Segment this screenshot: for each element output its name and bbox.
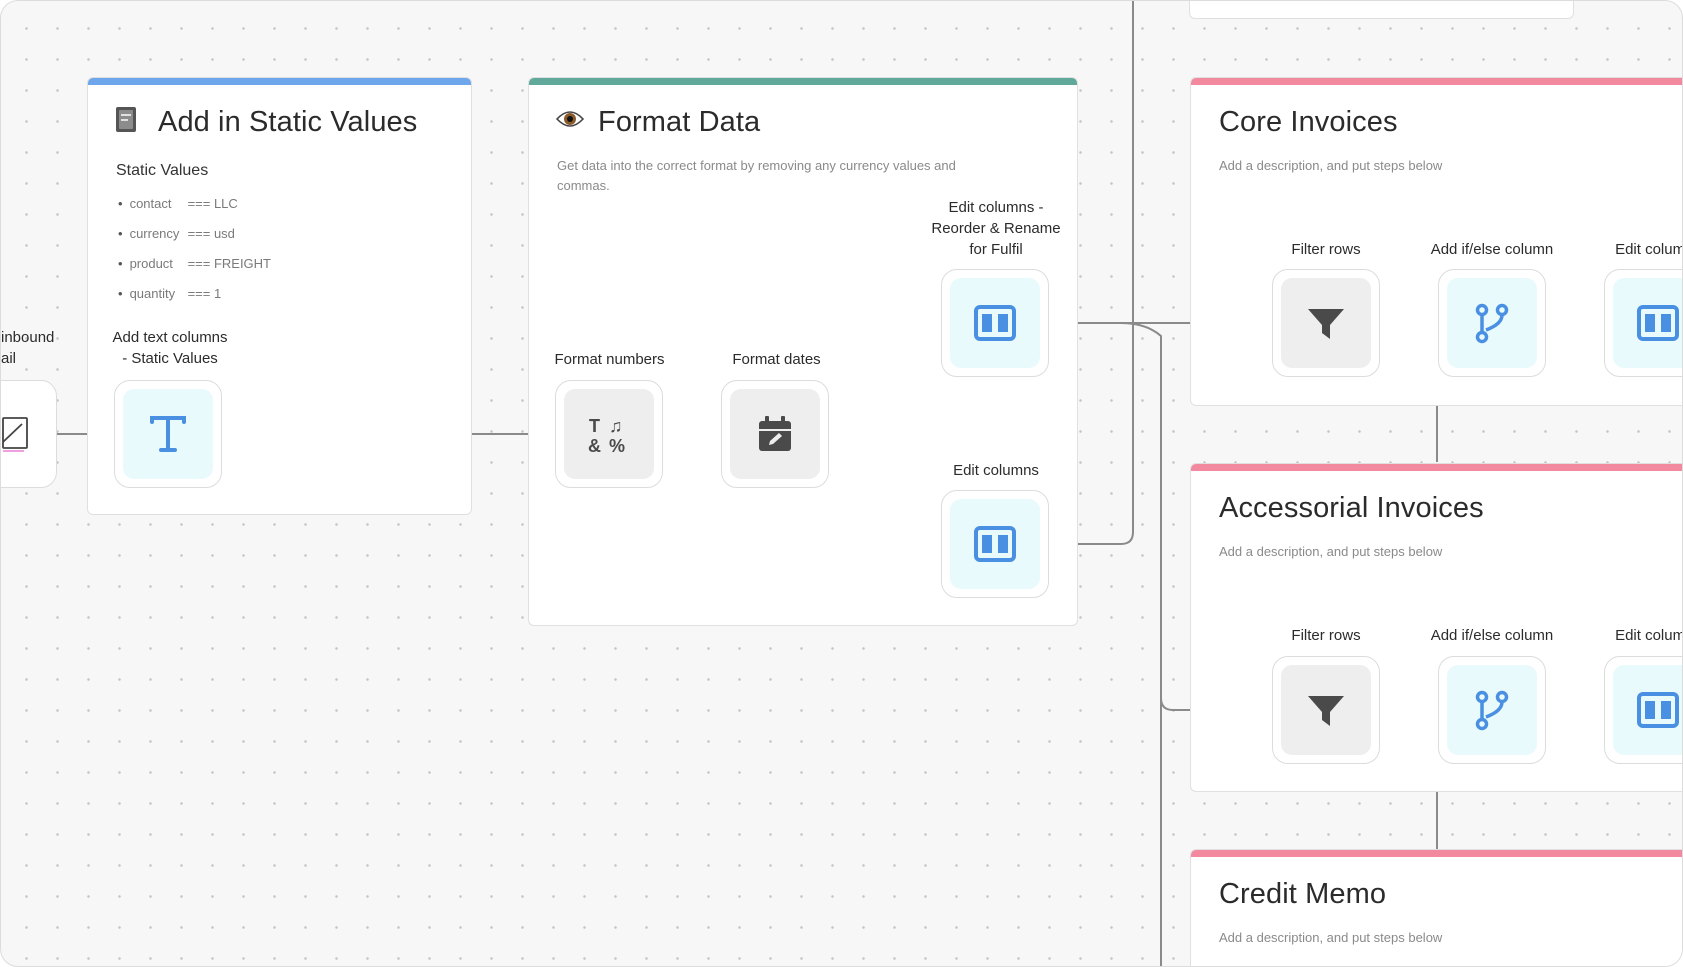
svg-text:&: &: [588, 436, 601, 456]
partial-card-top[interactable]: [1189, 1, 1574, 19]
card-color-bar: [1191, 78, 1682, 85]
edit-columns-node[interactable]: [941, 490, 1049, 598]
svg-text:%: %: [609, 436, 625, 456]
card-description: Get data into the correct format by remo…: [557, 158, 956, 193]
columns-icon: [1637, 305, 1679, 341]
edit-columns-node[interactable]: [1604, 656, 1682, 764]
card-title: Credit Memo: [1219, 878, 1387, 910]
card-color-bar: [1191, 850, 1682, 857]
card-description: Add a description, and put steps below: [1219, 930, 1443, 945]
node-label: Filter rows: [1291, 241, 1361, 258]
node-label: Format dates: [732, 351, 821, 368]
text-T-icon: [150, 416, 186, 452]
add-if-else-node[interactable]: [1438, 656, 1546, 764]
node-label: Edit columns: [953, 462, 1039, 479]
format-numbers-node[interactable]: T ♫ & %: [555, 380, 663, 488]
columns-icon: [1637, 692, 1679, 728]
add-if-else-node[interactable]: [1438, 269, 1546, 377]
list-item: quantity=== 1: [118, 279, 271, 309]
node-label: Add text columns - Static Values: [112, 329, 228, 367]
svg-text:♫: ♫: [609, 416, 623, 436]
list-item: contact=== LLC: [118, 189, 271, 219]
format-dates-node[interactable]: [721, 380, 829, 488]
card-title: Format Data: [598, 106, 761, 138]
edge-node-label: inbound ail: [1, 329, 55, 367]
card-description: Add a description, and put steps below: [1219, 158, 1443, 173]
card-title: Add in Static Values: [158, 106, 418, 138]
email-node[interactable]: [1, 380, 57, 488]
node-label: Format numbers: [554, 351, 665, 368]
static-values-heading: Static Values: [116, 162, 209, 179]
card-description: Add a description, and put steps below: [1219, 544, 1443, 559]
filter-rows-node[interactable]: [1272, 269, 1380, 377]
edit-columns-reorder-node[interactable]: [941, 269, 1049, 377]
node-label: Edit columns: [1615, 241, 1682, 258]
filter-rows-node[interactable]: [1272, 656, 1380, 764]
format-numbers-icon: T ♫ & %: [588, 416, 625, 456]
card-color-bar: [529, 78, 1077, 85]
list-item: product=== FREIGHT: [118, 249, 271, 279]
node-label: Add if/else column: [1430, 627, 1554, 644]
card-title: Accessorial Invoices: [1219, 492, 1484, 524]
calendar-edit-icon: [759, 416, 791, 451]
branch-icon: [1475, 303, 1509, 344]
columns-icon: [974, 305, 1016, 341]
list-item: currency=== usd: [118, 219, 271, 249]
svg-text:T: T: [589, 416, 600, 436]
static-values-list: contact=== LLC currency=== usd product==…: [118, 189, 271, 309]
edit-columns-node[interactable]: [1604, 269, 1682, 377]
node-label: Filter rows: [1291, 627, 1361, 644]
card-color-bar: [1191, 464, 1682, 471]
card-title: Core Invoices: [1219, 106, 1398, 138]
email-preview-icon: [2, 417, 28, 452]
credit-memo-card[interactable]: Credit Memo Add a description, and put s…: [1190, 849, 1682, 966]
static-values-card[interactable]: Add in Static Values Static Values conta…: [87, 77, 472, 515]
add-text-columns-node[interactable]: [114, 380, 222, 488]
filter-icon: [1308, 696, 1344, 726]
card-color-bar: [88, 78, 471, 85]
node-label: Add if/else column: [1430, 241, 1554, 258]
filter-icon: [1308, 309, 1344, 339]
node-label: Edit columns: [1615, 627, 1682, 644]
columns-icon: [974, 526, 1016, 562]
ledger-icon: [114, 106, 138, 141]
eye-icon: [555, 108, 585, 137]
branch-icon: [1475, 690, 1509, 731]
node-label: Edit columns - Reorder & Rename for Fulf…: [931, 199, 1061, 258]
